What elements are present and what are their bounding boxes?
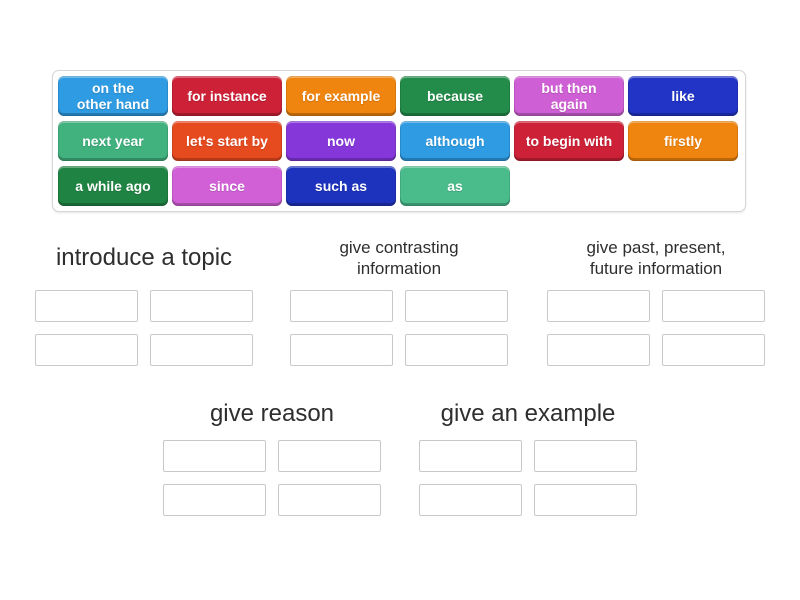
drop-slot[interactable] — [547, 334, 650, 366]
tile-as[interactable]: as — [400, 166, 510, 206]
drop-slot[interactable] — [35, 290, 138, 322]
tray-row-1: on the other hand for instance for examp… — [58, 76, 740, 116]
tray-row-2: next year let's start by now although to… — [58, 121, 740, 161]
tray-row-3: a while ago since such as as — [58, 166, 740, 206]
drop-slot[interactable] — [662, 290, 765, 322]
group-introduce-a-topic: introduce a topic — [35, 232, 253, 366]
tile-since[interactable]: since — [172, 166, 282, 206]
drop-slot[interactable] — [163, 440, 266, 472]
group-give-reason: give reason — [163, 394, 381, 516]
group-title: give an example — [440, 400, 616, 427]
tile-lets-start-by[interactable]: let's start by — [172, 121, 282, 161]
drop-slot[interactable] — [290, 334, 393, 366]
drop-slot[interactable] — [150, 290, 253, 322]
tile-such-as[interactable]: such as — [286, 166, 396, 206]
tile-next-year[interactable]: next year — [58, 121, 168, 161]
drop-slot[interactable] — [662, 334, 765, 366]
tile-but-then-again[interactable]: but then again — [514, 76, 624, 116]
group-give-past-present-future-information: give past, present, future information — [547, 232, 765, 366]
drop-slot[interactable] — [534, 440, 637, 472]
tile-on-the-other-hand[interactable]: on the other hand — [58, 76, 168, 116]
drop-slot[interactable] — [278, 440, 381, 472]
drop-slot[interactable] — [163, 484, 266, 516]
slot-grid — [419, 440, 637, 516]
slot-grid — [163, 440, 381, 516]
drop-slot[interactable] — [278, 484, 381, 516]
tile-now[interactable]: now — [286, 121, 396, 161]
drop-slot[interactable] — [150, 334, 253, 366]
tile-although[interactable]: although — [400, 121, 510, 161]
slot-grid — [290, 290, 508, 366]
drop-slot[interactable] — [534, 484, 637, 516]
drop-slot[interactable] — [419, 484, 522, 516]
drop-slot[interactable] — [405, 290, 508, 322]
group-title: introduce a topic — [55, 244, 233, 271]
tile-for-instance[interactable]: for instance — [172, 76, 282, 116]
tile-firstly[interactable]: firstly — [628, 121, 738, 161]
group-title: give contrasting information — [339, 238, 459, 278]
tile-to-begin-with[interactable]: to begin with — [514, 121, 624, 161]
drop-slot[interactable] — [547, 290, 650, 322]
tile-a-while-ago[interactable]: a while ago — [58, 166, 168, 206]
tile-like[interactable]: like — [628, 76, 738, 116]
group-title: give reason — [209, 400, 335, 427]
group-give-an-example: give an example — [419, 394, 637, 516]
drop-slot[interactable] — [290, 290, 393, 322]
drop-slot[interactable] — [35, 334, 138, 366]
drop-slot[interactable] — [405, 334, 508, 366]
word-tray: on the other hand for instance for examp… — [52, 70, 746, 212]
group-title: give past, present, future information — [586, 238, 726, 278]
slot-grid — [547, 290, 765, 366]
drop-slot[interactable] — [419, 440, 522, 472]
slot-grid — [35, 290, 253, 366]
tile-for-example[interactable]: for example — [286, 76, 396, 116]
group-give-contrasting-information: give contrasting information — [290, 232, 508, 366]
tile-because[interactable]: because — [400, 76, 510, 116]
